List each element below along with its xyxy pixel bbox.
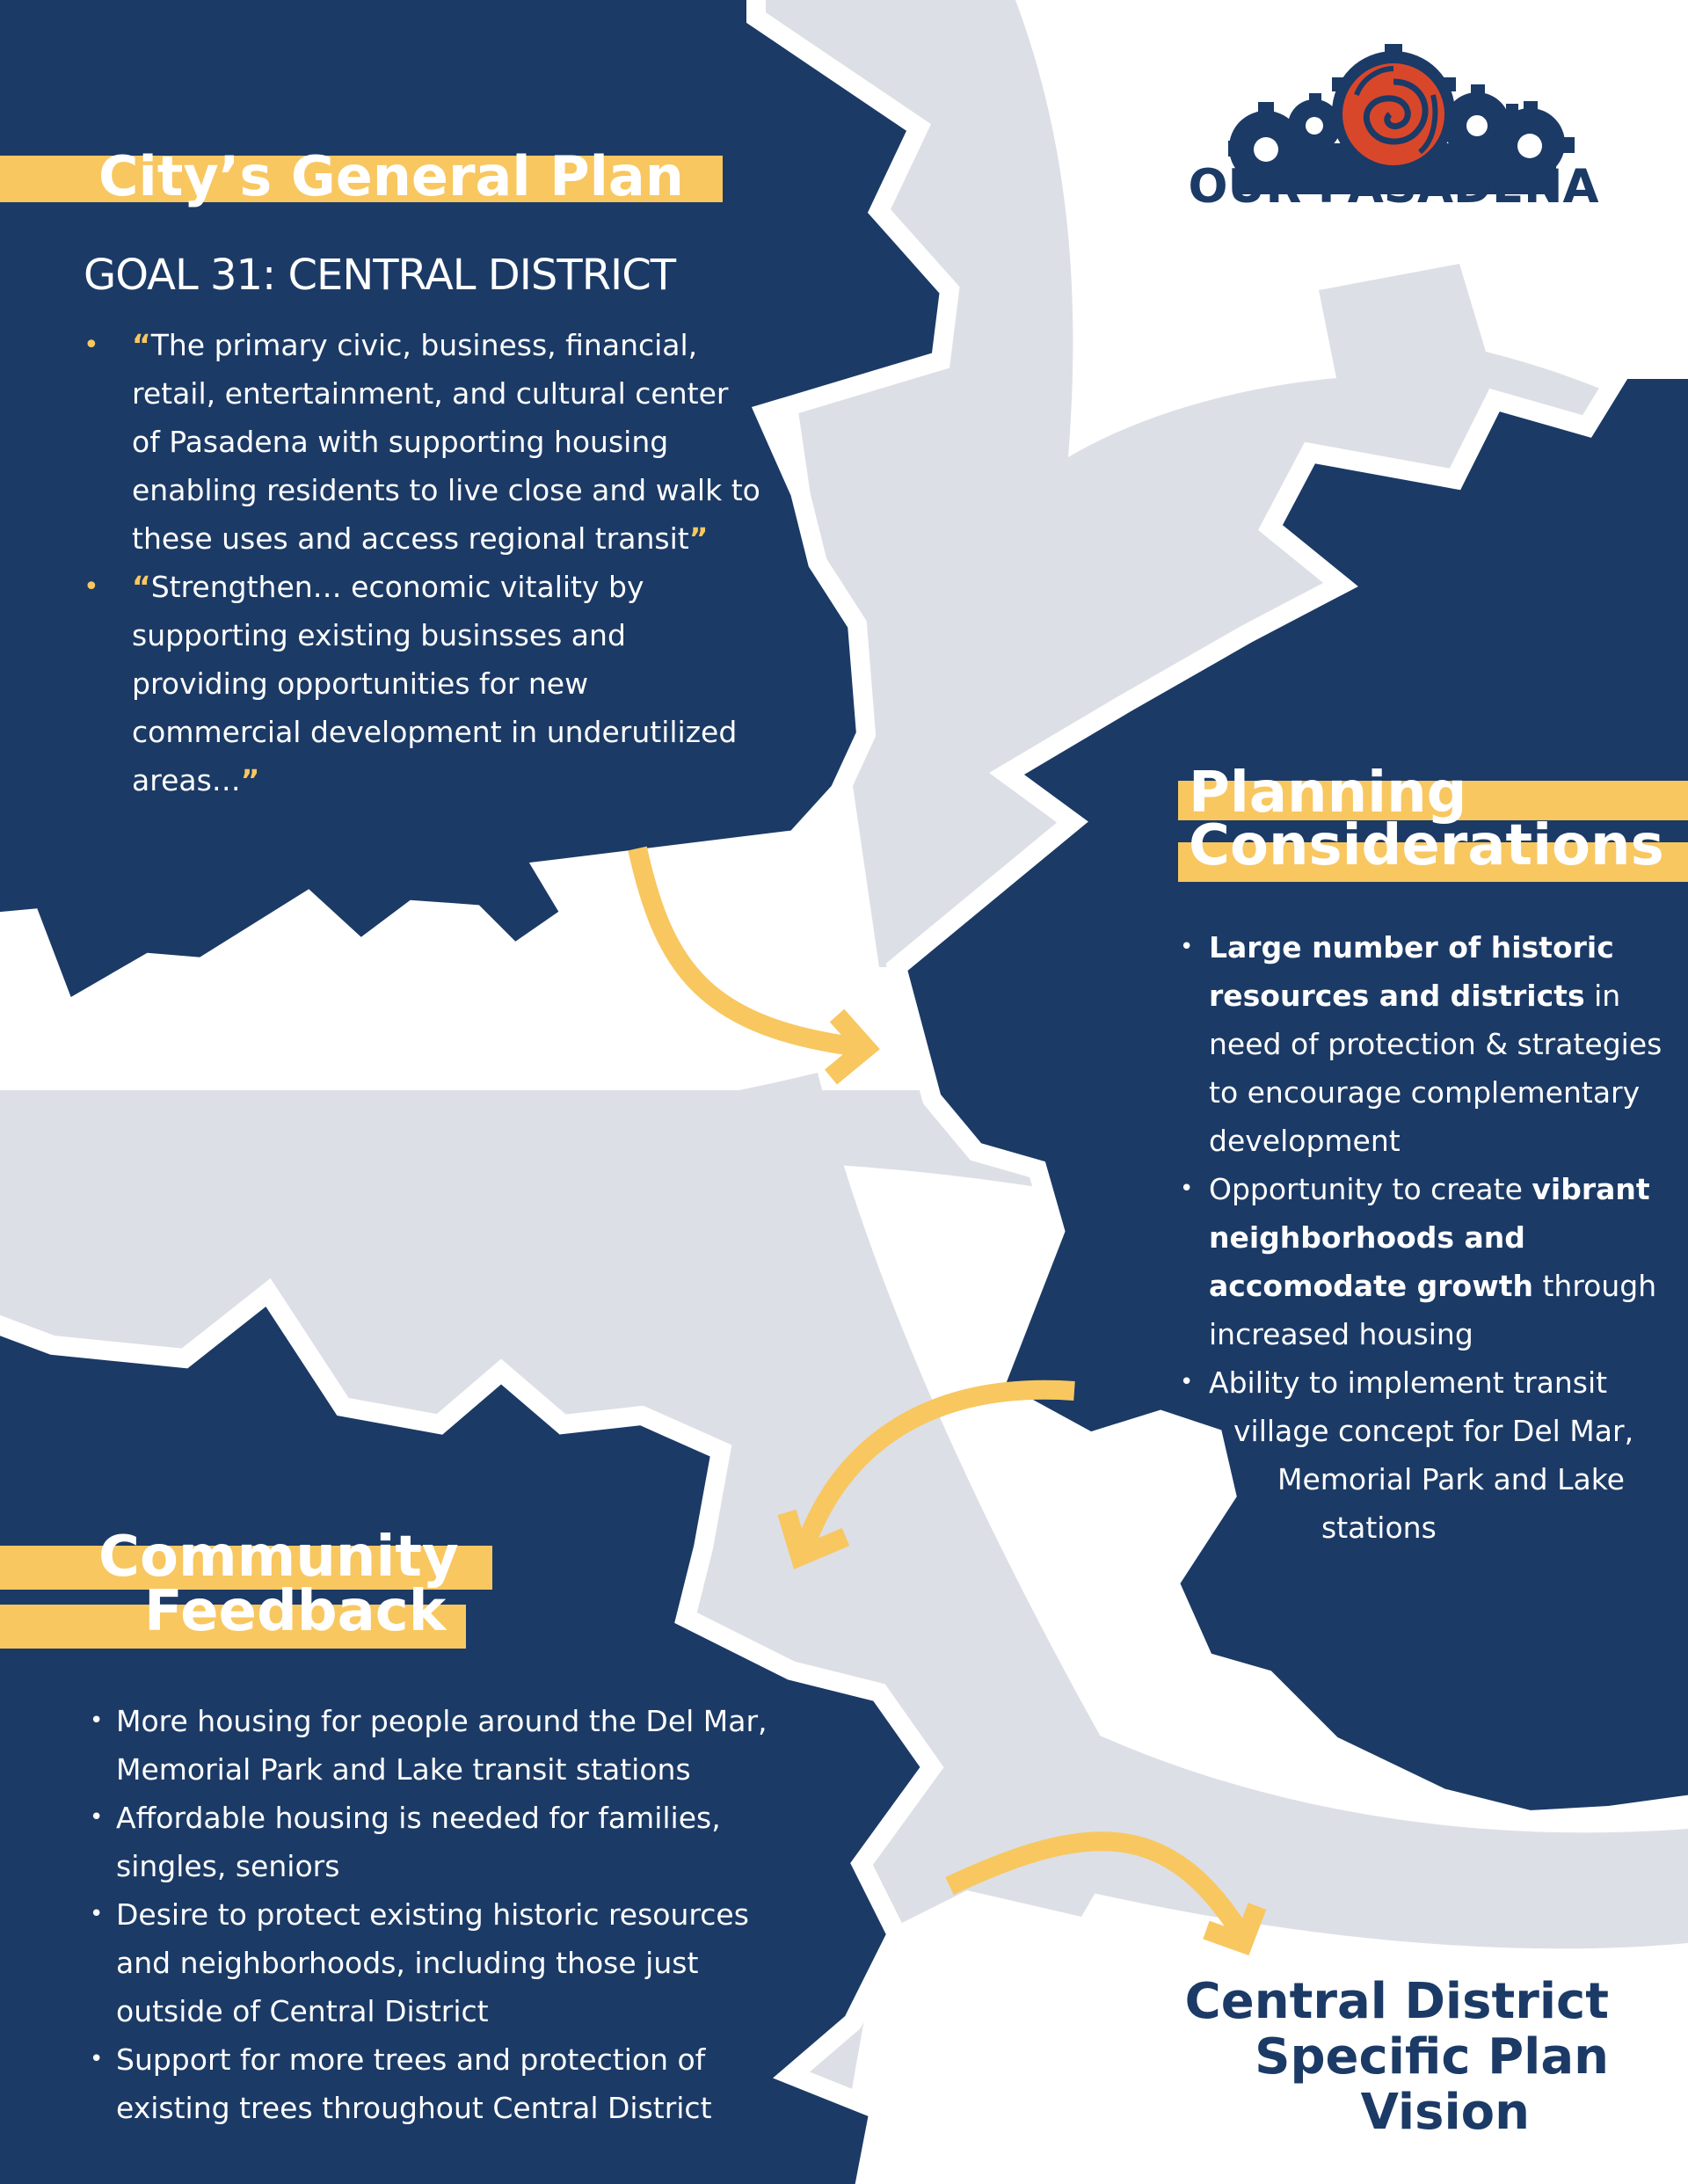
close-quote: ” bbox=[688, 521, 709, 556]
vision-line1: Central District bbox=[1184, 1973, 1609, 2030]
community-title-line1: Community bbox=[98, 1525, 459, 1590]
bold-text: Large number of historic resources and d… bbox=[1209, 930, 1614, 1013]
bullet-dot: • bbox=[1180, 934, 1194, 960]
vision-line2: Specific Plan bbox=[1255, 2028, 1609, 2086]
planning-title-line2: Considerations bbox=[1189, 813, 1664, 878]
community-title-highlight-1 bbox=[0, 1546, 492, 1590]
bullet-dot: • bbox=[1180, 1176, 1194, 1202]
community-title: Community Feedback bbox=[98, 1525, 459, 1644]
list-item: • More housing for people around the Del … bbox=[90, 1697, 784, 1794]
list-item: • Large number of historic resources and… bbox=[1180, 923, 1666, 1165]
list-item: • “Strengthen… economic vitality by supp… bbox=[84, 563, 765, 804]
vision-line3: Vision bbox=[1360, 2084, 1530, 2141]
open-quote: “ bbox=[132, 570, 151, 604]
quote-text: The primary civic, business, financial, … bbox=[132, 328, 760, 556]
general-plan-title-highlight bbox=[0, 156, 723, 202]
community-feedback-list: • More housing for people around the Del … bbox=[90, 1697, 784, 2132]
rose-icon bbox=[1342, 63, 1444, 165]
planning-title-highlight-1 bbox=[1178, 781, 1688, 820]
goal-heading: GOAL 31: CENTRAL DISTRICT bbox=[84, 251, 676, 300]
item-text-line: Ability to implement transit bbox=[1209, 1365, 1608, 1400]
list-item: • “The primary civic, business, financia… bbox=[84, 321, 765, 563]
open-quote: “ bbox=[132, 328, 151, 362]
item-text: through increased housing bbox=[1209, 1269, 1657, 1351]
item-text-line: stations bbox=[1321, 1511, 1437, 1545]
navy-gear-bottom-left bbox=[0, 1278, 944, 2184]
quote-text: Strengthen… economic vitality by support… bbox=[132, 570, 738, 797]
bullet-dot: • bbox=[90, 1901, 104, 1927]
bullet-dot: • bbox=[84, 330, 99, 360]
planning-title: Planning Considerations bbox=[1189, 761, 1664, 878]
bullet-dot: • bbox=[84, 571, 99, 602]
bold-text: vibrant neighborhoods and accomodate gro… bbox=[1209, 1172, 1650, 1303]
navy-gear-top-left bbox=[0, 0, 960, 1025]
bullet-dot: • bbox=[1180, 1369, 1194, 1395]
arrow-community-to-vision bbox=[945, 1831, 1267, 1955]
planning-title-line1: Planning bbox=[1189, 761, 1467, 826]
gray-ring-center bbox=[0, 1090, 1090, 1213]
our-pasadena-logo bbox=[1228, 44, 1575, 194]
general-plan-title: City’s General Plan bbox=[98, 144, 684, 208]
item-text: Opportunity to create bbox=[1209, 1172, 1532, 1206]
item-text: Desire to protect existing historic reso… bbox=[116, 1897, 749, 2028]
item-text: in need of protection & strategies to en… bbox=[1209, 979, 1663, 1158]
planning-title-highlight-2 bbox=[1178, 842, 1688, 882]
general-plan-quotes: • “The primary civic, business, financia… bbox=[84, 321, 765, 804]
list-item: • Ability to implement transit village c… bbox=[1180, 1358, 1666, 1552]
item-text: Support for more trees and protection of… bbox=[116, 2042, 712, 2125]
list-item: • Desire to protect existing historic res… bbox=[90, 1890, 784, 2035]
bullet-dot: • bbox=[90, 2046, 104, 2072]
list-item: • Affordable housing is needed for famili… bbox=[90, 1794, 784, 1890]
community-title-highlight-2 bbox=[0, 1605, 466, 1649]
bullet-dot: • bbox=[90, 1804, 104, 1831]
close-quote: ” bbox=[240, 763, 260, 797]
arrow-general-to-planning bbox=[628, 846, 880, 1085]
list-item: • Support for more trees and protection o… bbox=[90, 2035, 784, 2132]
list-item: • Opportunity to create vibrant neighbor… bbox=[1180, 1165, 1666, 1358]
community-title-line2: Feedback bbox=[144, 1579, 447, 1644]
arrow-planning-to-community bbox=[777, 1380, 1075, 1569]
item-text: More housing for people around the Del M… bbox=[116, 1704, 768, 1787]
navy-gear-right bbox=[885, 360, 1688, 1831]
logo-wordmark: OUR PASADENA bbox=[1188, 160, 1599, 214]
item-text-line: Memorial Park and Lake bbox=[1277, 1462, 1625, 1496]
bullet-dot: • bbox=[90, 1707, 104, 1734]
item-text-line: village concept for Del Mar, bbox=[1233, 1414, 1634, 1448]
planning-considerations-list: • Large number of historic resources and… bbox=[1180, 923, 1666, 1552]
vision-title: Central District Specific Plan Vision bbox=[1134, 1974, 1609, 2140]
item-text: Affordable housing is needed for familie… bbox=[116, 1801, 721, 1883]
